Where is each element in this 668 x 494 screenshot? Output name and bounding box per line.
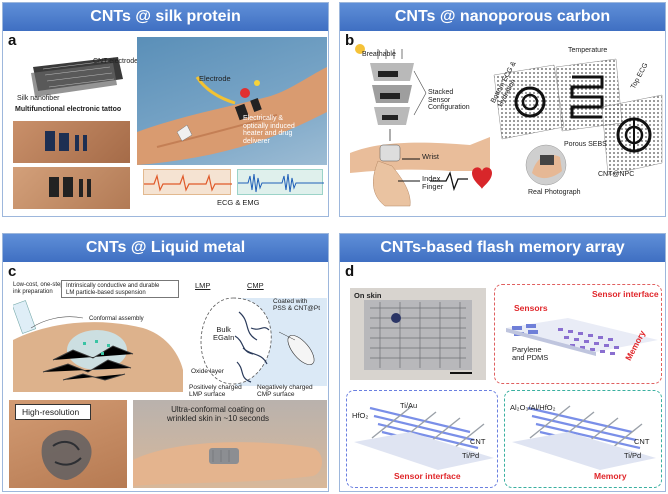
temperature-label: Temperature [568, 47, 608, 54]
hfo2-label: HfO₂ [352, 411, 369, 420]
oxide-layer-label: Oxide layer [191, 368, 224, 375]
panel-cnts-silk-protein: CNTs @ silk protein a CNT electrodes Sil… [2, 2, 329, 217]
high-resolution-label: High-resolution [22, 407, 80, 417]
conformal-assembly-label: Conformal assembly [89, 316, 144, 322]
on-skin-photo [350, 288, 486, 380]
panel-title-a: CNTs @ silk protein [3, 3, 328, 31]
sensor-interface-top-label: Sensor interface [592, 289, 659, 299]
lmp-heading: LMP [195, 281, 211, 290]
panel-letter-a: a [8, 32, 17, 49]
sensors-label: Sensors [514, 303, 548, 313]
wrist-label: Wrist [422, 152, 439, 161]
index-finger-label: Index Finger [422, 174, 444, 192]
emg-waveform-box [237, 169, 324, 195]
cnt-electrodes-label: CNT electrodes [93, 58, 142, 65]
memory-bottom-label: Memory [594, 471, 627, 481]
cnt-label-1: CNT [470, 437, 486, 446]
panel-cnts-flash-memory: CNTs-based flash memory array d On skin [339, 233, 666, 492]
electronic-tattoo-label: Multifunctional electronic tattoo [15, 106, 122, 113]
ecg-emg-label: ECG & EMG [217, 198, 260, 207]
porous-sebs-label: Porous SEBS [564, 141, 607, 148]
ecg-waveform-box [143, 169, 232, 195]
cmp-heading: CMP [247, 281, 264, 290]
ti-pd-label-1: Ti/Pd [462, 451, 480, 460]
heater-drug-deliverer-label: Electrically & optically induced heater … [243, 115, 295, 146]
intrinsic-suspension-box: Intrinsically conductive and durable LM … [61, 280, 179, 298]
panel-title-c: CNTs @ Liquid metal [3, 234, 328, 262]
array-schematic-top [506, 318, 658, 356]
forearm-photo [137, 37, 327, 165]
breathable-label: Breathable [362, 51, 396, 58]
tattoo-skin-photo-2 [13, 167, 130, 209]
finger-photo [133, 400, 327, 488]
ti-au-label: Ti/Au [400, 401, 418, 410]
panel-letter-b: b [345, 32, 355, 49]
memory-stack-frame [504, 390, 662, 488]
sensor-interface-stack [354, 405, 494, 470]
sensor-interface-stack-frame [346, 390, 498, 488]
on-skin-label: On skin [354, 291, 382, 300]
parylene-pdms-label: Parylene and PDMS [512, 345, 549, 363]
electrode-label: Electrode [199, 74, 231, 83]
real-photograph-label: Real Photograph [528, 189, 581, 196]
silk-nanofiber-label: Silk nanofiber [17, 95, 60, 102]
panel-letter-d: d [345, 263, 355, 280]
cnt-label-2: CNT [634, 437, 650, 446]
panel-title-d: CNTs-based flash memory array [340, 234, 665, 262]
al2o3-al-hfo2-label: Al₂O₃/Al/HfO₂ [510, 403, 556, 412]
panel-title-b: CNTs @ nanoporous carbon [340, 3, 665, 31]
positively-charged-label: Positively charged LMP surface [189, 384, 242, 399]
low-cost-ink-label: Low-cost, one-step ink preparation [13, 282, 64, 295]
sensor-interface-frame [494, 284, 662, 384]
sensor-patches-illustration [493, 58, 663, 186]
lmp-cmp-schematic [200, 297, 315, 385]
hand-circuit-illustration [13, 300, 183, 392]
tattoo-diagram-illustration [13, 47, 131, 107]
ti-pd-label-2: Ti/Pd [624, 451, 642, 460]
high-resolution-box: High-resolution [15, 404, 91, 420]
panel-cnts-liquid-metal: CNTs @ Liquid metal c Low-cost, one-step… [2, 233, 329, 492]
coated-pss-label: Coated with PSS & CNT@Pt [273, 298, 321, 313]
sensor-interface-bottom-label: Sensor interface [394, 471, 461, 481]
cnt-npc-label: CNT@NPC [598, 171, 635, 178]
panel-letter-c: c [8, 263, 17, 280]
tattoo-skin-photo-1 [13, 121, 130, 163]
ultra-conformal-label: Ultra-conformal coating on wrinkled skin… [167, 405, 270, 423]
panel-cnts-nanoporous-carbon: CNTs @ nanoporous carbon b Breathable St… [339, 2, 666, 217]
negatively-charged-label: Negatively charged CMP surface [257, 384, 313, 399]
stacked-sensor-label: Stacked Sensor Configuration [428, 89, 470, 112]
memory-stack [512, 405, 656, 470]
bulk-egain-label: Bulk EGaIn [213, 325, 235, 343]
intrinsic-suspension-label: Intrinsically conductive and durable LM … [66, 283, 160, 296]
stacked-sensor-illustration [350, 44, 492, 207]
